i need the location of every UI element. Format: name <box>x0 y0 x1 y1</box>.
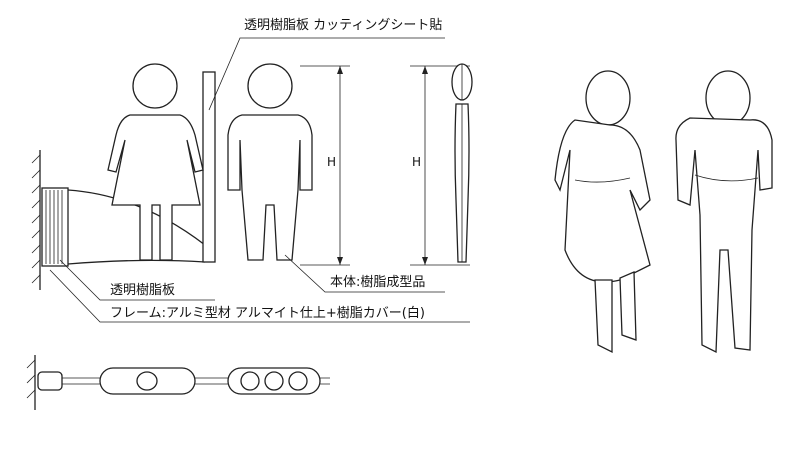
dimension-lines <box>300 65 470 266</box>
plan-view <box>26 355 330 410</box>
dimension-height-side: H <box>412 155 422 169</box>
frame <box>41 187 206 267</box>
label-transparent-panel: 透明樹脂板 <box>110 283 176 298</box>
male-figure-iso <box>675 70 773 354</box>
male-figure-front <box>227 63 313 261</box>
label-body-resin: 本体:樹脂成型品 <box>330 275 426 290</box>
label-panel-cutting-sheet: 透明樹脂板 カッティングシート貼 <box>244 18 443 33</box>
female-figure-front <box>107 63 204 261</box>
transparent-panel <box>202 71 216 263</box>
dimension-height-front: H <box>327 155 337 169</box>
female-figure-iso <box>554 70 651 354</box>
label-frame: フレーム:アルミ型材 アルマイト仕上+樹脂カバー(白) <box>110 306 425 321</box>
leader-lines <box>49 37 470 323</box>
wall <box>31 150 41 290</box>
side-view-figure <box>451 63 473 263</box>
